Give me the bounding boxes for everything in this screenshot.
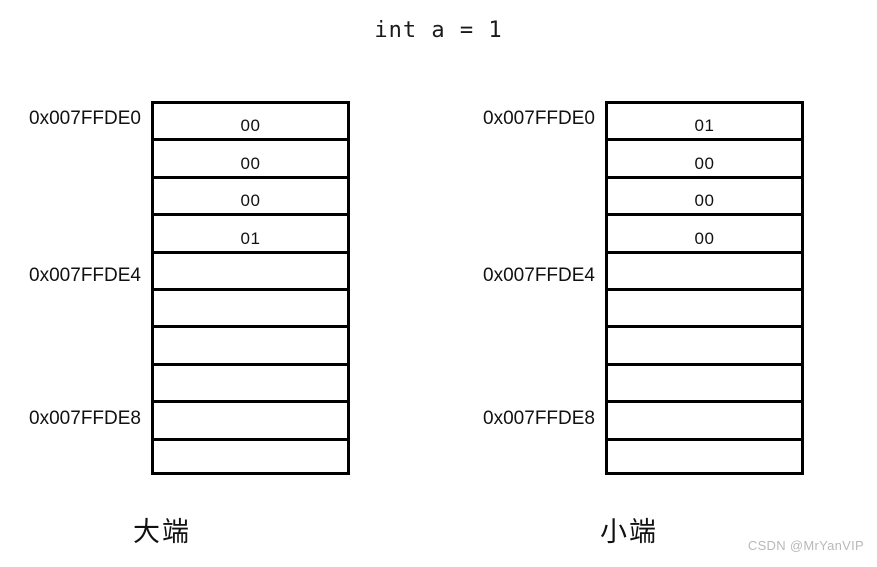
memory-cell-value: 00 <box>694 191 715 211</box>
diagram-title: int a = 1 <box>374 18 503 43</box>
memory-cell-value: 00 <box>240 191 261 211</box>
memory-cell: 01 <box>154 216 347 254</box>
memory-cell <box>154 328 347 366</box>
memory-cell <box>154 366 347 404</box>
address-label-little-endian-0: 0x007FFDE0 <box>483 108 595 129</box>
memory-cell-value: 00 <box>694 228 715 248</box>
memory-cell <box>154 403 347 441</box>
memory-cell: 00 <box>154 141 347 179</box>
memory-cell: 00 <box>154 104 347 142</box>
memory-cell: 00 <box>608 179 801 217</box>
memory-cell <box>154 254 347 291</box>
memory-cell <box>608 403 801 441</box>
caption-big-endian: 大端 <box>133 517 191 548</box>
memory-cell-value: 00 <box>240 116 261 136</box>
address-label-big-endian-8: 0x007FFDE8 <box>29 408 141 429</box>
memory-cell <box>154 441 347 478</box>
memory-cell <box>608 441 801 478</box>
memory-cell: 00 <box>608 141 801 179</box>
memory-table-big-endian: 00 00 00 01 <box>151 101 350 475</box>
memory-cell-value: 00 <box>240 153 261 173</box>
address-label-big-endian-4: 0x007FFDE4 <box>29 265 141 286</box>
memory-panel-little-endian: 01 00 00 00 <box>605 101 804 475</box>
memory-cell <box>154 291 347 329</box>
memory-cell: 00 <box>154 179 347 217</box>
watermark: CSDN @MrYanVIP <box>747 538 864 553</box>
memory-cell-value: 01 <box>240 228 261 248</box>
memory-cell <box>608 328 801 366</box>
address-label-big-endian-0: 0x007FFDE0 <box>29 108 141 129</box>
caption-little-endian: 小端 <box>600 517 658 548</box>
memory-cell-value: 00 <box>694 153 715 173</box>
memory-cell <box>608 254 801 291</box>
address-label-little-endian-4: 0x007FFDE4 <box>483 265 595 286</box>
memory-cell <box>608 366 801 404</box>
memory-cell-value: 01 <box>694 116 715 136</box>
memory-cell <box>608 291 801 329</box>
memory-cell: 01 <box>608 104 801 142</box>
address-label-little-endian-8: 0x007FFDE8 <box>483 408 595 429</box>
memory-cell: 00 <box>608 216 801 254</box>
memory-panel-big-endian: 00 00 00 01 <box>151 101 350 475</box>
memory-table-little-endian: 01 00 00 00 <box>605 101 804 475</box>
